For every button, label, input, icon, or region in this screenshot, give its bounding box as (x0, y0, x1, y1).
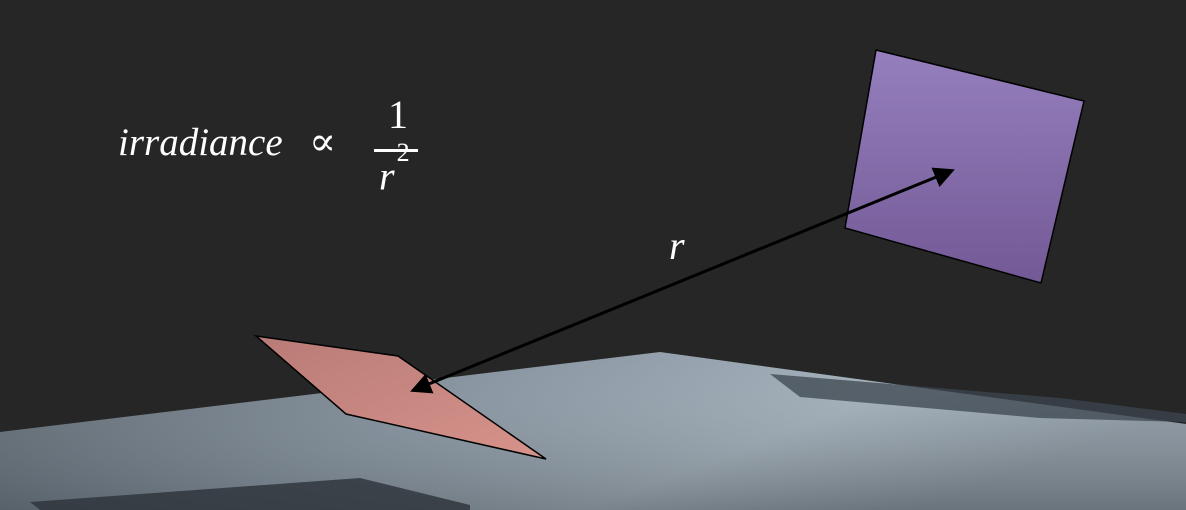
fraction-bar (374, 149, 418, 152)
receiver-patch (253, 334, 547, 460)
denominator-base: r (379, 153, 395, 199)
floor-shading (0, 352, 1186, 510)
formula-denominator: r2 (379, 140, 410, 199)
formula-lhs: irradiance (118, 121, 283, 164)
denominator-exponent: 2 (396, 138, 410, 167)
proportional-symbol: ∝ (309, 119, 337, 164)
distance-arrow (410, 167, 955, 394)
formula-numerator: 1 (388, 92, 408, 137)
distance-label: r (669, 223, 685, 268)
emitter-patch (844, 49, 1085, 284)
floor-corner-shadow (30, 478, 470, 510)
irradiance-formula: irradiance ∝ 1 r2 (118, 92, 438, 202)
